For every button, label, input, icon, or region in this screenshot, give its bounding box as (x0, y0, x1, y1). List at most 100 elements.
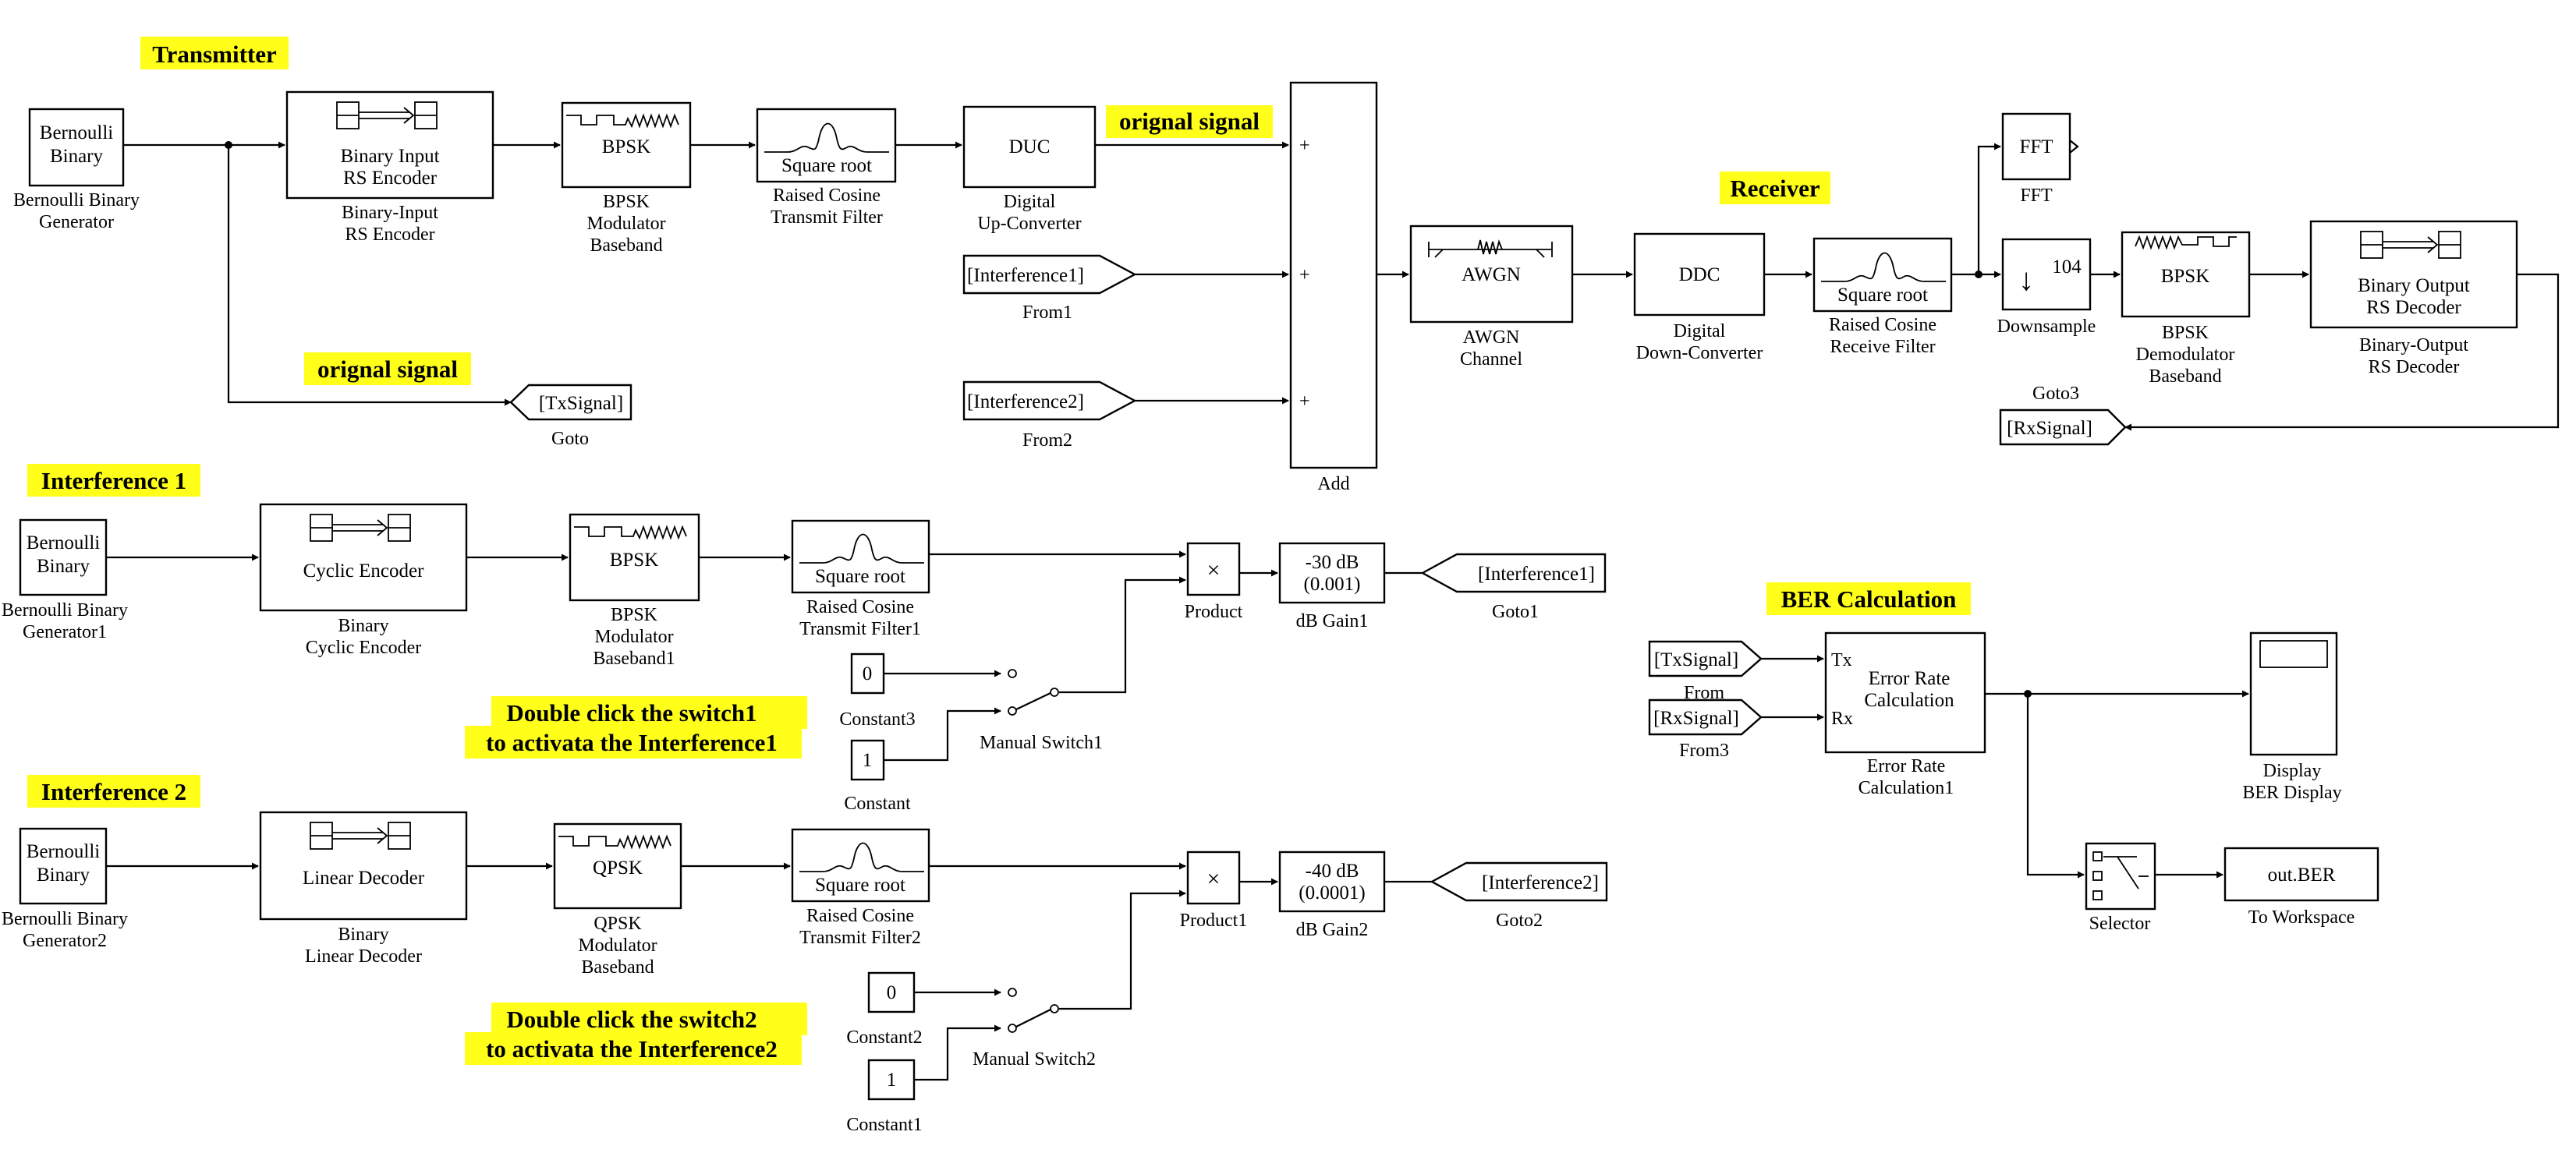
block-label: Goto3 (2032, 384, 2079, 404)
bpsk-modulator1-block[interactable]: BPSK BPSK Modulator Baseband1 (569, 513, 700, 669)
constant-block[interactable]: 1 Constant (844, 739, 911, 814)
block-label: Square root (781, 155, 872, 176)
block-label: [TxSignal] (1654, 649, 1738, 670)
constant1-block[interactable]: 1 Constant1 (846, 1059, 923, 1135)
block-label: Digital (1004, 192, 1056, 212)
block-label: Binary (338, 616, 388, 636)
label-ber-calculation: BER Calculation (1781, 585, 1957, 613)
from1-block[interactable]: [Interference1] From1 (962, 254, 1137, 323)
note-switch1-line2: to activata the Interference1 (486, 729, 778, 756)
block-label: Goto1 (1492, 602, 1539, 622)
block-label: DDC (1679, 264, 1720, 285)
goto1-interference1-block[interactable]: [Interference1] Goto1 (1420, 553, 1607, 622)
decoder-icon (2360, 231, 2461, 259)
block-label: Binary (50, 146, 104, 167)
block-label: Square root (815, 566, 905, 587)
block-label: FFT (2020, 186, 2053, 206)
manual-switch1-block[interactable]: Manual Switch1 (980, 669, 1103, 753)
ber-display-block[interactable]: Display BER Display (2242, 631, 2342, 803)
block-label: Square root (815, 875, 905, 896)
block-label: QPSK (594, 914, 642, 934)
block-label: [RxSignal] (2007, 418, 2092, 439)
noise-channel-icon (1428, 239, 1553, 258)
modulation-waveform-icon (558, 834, 671, 850)
to-workspace-block[interactable]: out.BER To Workspace (2223, 847, 2379, 928)
goto3-rxsignal-block[interactable]: [RxSignal] Goto3 (1999, 384, 2127, 446)
selector-block[interactable]: Selector (2085, 842, 2156, 934)
block-label: Modulator (578, 935, 657, 956)
raised-cosine-transmit-filter-block[interactable]: Square root Raised Cosine Transmit Filte… (756, 108, 897, 228)
block-label: Generator1 (23, 622, 107, 642)
block-label: To Workspace (2248, 907, 2355, 928)
block-label: Linear Decoder (303, 868, 425, 889)
block-label: Error Rate (1867, 756, 1946, 776)
block-label: DUC (1009, 136, 1051, 157)
product1-block[interactable]: × Product1 (1180, 851, 1248, 931)
block-label: Binary Output (2358, 275, 2470, 296)
constant3-block[interactable]: 0 Constant3 (839, 652, 916, 730)
goto-txsignal-block[interactable]: [TxSignal] Goto (509, 384, 632, 449)
encoder-icon (310, 514, 411, 542)
section-labels: Transmitter orignal signal orignal signa… (27, 37, 1971, 1065)
from-txsignal-block[interactable]: [TxSignal] From (1648, 640, 1763, 703)
rs-encoder-block[interactable]: Binary Input RS Encoder Binary-Input RS … (285, 90, 494, 245)
error-rate-calculation-block[interactable]: Tx Rx Error Rate Calculation Error Rate … (1824, 631, 1986, 798)
block-label: Error Rate (1869, 668, 1951, 689)
fft-block[interactable]: FFT FFT (2001, 112, 2079, 206)
block-label: RS Encoder (343, 168, 438, 189)
block-label: From2 (1022, 430, 1072, 451)
raised-cosine-transmit-filter1-block[interactable]: Square root Raised Cosine Transmit Filte… (791, 519, 930, 639)
bernoulli-binary-generator2-block[interactable]: Bernoulli Binary Bernoulli Binary Genera… (2, 827, 128, 951)
block-label: Tx (1831, 650, 1852, 670)
product-block[interactable]: × Product (1185, 542, 1243, 622)
encoder-icon (336, 101, 438, 129)
linear-decoder-block[interactable]: Linear Decoder Binary Linear Decoder (259, 811, 468, 967)
block-label: Transmit Filter (771, 207, 883, 228)
block-label: AWGN (1463, 327, 1520, 348)
block-label: Transmit Filter1 (799, 619, 921, 639)
signal-lines (106, 141, 2560, 1081)
block-label: -30 dB (1306, 552, 1359, 573)
manual-switch2-block[interactable]: Manual Switch2 (973, 988, 1096, 1070)
block-label: Add (1317, 474, 1349, 494)
digital-down-converter-block[interactable]: DDC Digital Down-Converter (1633, 232, 1766, 363)
block-label: FFT (2019, 136, 2053, 157)
block-label: -40 dB (1306, 861, 1359, 882)
block-label: Bernoulli Binary (2, 600, 128, 621)
digital-up-converter-block[interactable]: DUC Digital Up-Converter (962, 105, 1097, 234)
from3-rxsignal-block[interactable]: [RxSignal] From3 (1648, 698, 1763, 761)
qpsk-modulator-block[interactable]: QPSK QPSK Modulator Baseband (553, 822, 682, 978)
raised-cosine-receive-filter-block[interactable]: Square root Raised Cosine Receive Filter (1812, 237, 1953, 357)
block-label: Binary-Input (342, 203, 438, 223)
block-label: Manual Switch2 (973, 1049, 1096, 1070)
bpsk-demodulator-block[interactable]: BPSK BPSK Demodulator Baseband (2121, 231, 2251, 387)
from2-block[interactable]: [Interference2] From2 (962, 380, 1137, 451)
constant2-block[interactable]: 0 Constant2 (846, 971, 923, 1048)
db-gain1-block[interactable]: -30 dB (0.001) dB Gain1 (1278, 542, 1386, 631)
block-label: Binary (37, 865, 90, 886)
bernoulli-binary-generator-block[interactable]: Bernoulli Binary Bernoulli Binary Genera… (13, 108, 140, 232)
block-label: Bernoulli Binary (2, 909, 128, 929)
raised-cosine-transmit-filter2-block[interactable]: Square root Raised Cosine Transmit Filte… (791, 828, 930, 948)
goto2-interference2-block[interactable]: [Interference2] Goto2 (1430, 861, 1608, 931)
db-gain2-block[interactable]: -40 dB (0.0001) dB Gain2 (1278, 851, 1386, 940)
block-label: Digital (1674, 321, 1726, 341)
block-label: Bernoulli (40, 122, 113, 143)
block-label: [RxSignal] (1653, 708, 1739, 729)
awgn-channel-block[interactable]: AWGN AWGN Channel (1409, 225, 1574, 370)
block-label: Constant1 (846, 1115, 922, 1135)
downsample-block[interactable]: ↓ 104 Downsample (1997, 238, 2096, 337)
block-label: Generator (39, 212, 114, 232)
note-switch2-line2: to activata the Interference2 (486, 1035, 778, 1063)
block-label: Calculation (1864, 690, 1954, 711)
add-block[interactable]: + + + Add (1289, 81, 1378, 494)
block-label: Receive Filter (1830, 337, 1935, 357)
bpsk-modulator-block[interactable]: BPSK BPSK Modulator Baseband (561, 101, 692, 256)
block-label: Down-Converter (1636, 343, 1763, 363)
block-label: Cyclic Encoder (303, 561, 424, 582)
bernoulli-binary-generator1-block[interactable]: Bernoulli Binary Bernoulli Binary Genera… (2, 518, 128, 642)
sinc-pulse-icon (764, 122, 889, 153)
block-label: Modulator (594, 627, 673, 647)
rs-decoder-block[interactable]: Binary Output RS Decoder Binary-Output R… (2309, 220, 2518, 377)
cyclic-encoder-block[interactable]: Cyclic Encoder Binary Cyclic Encoder (259, 503, 468, 658)
